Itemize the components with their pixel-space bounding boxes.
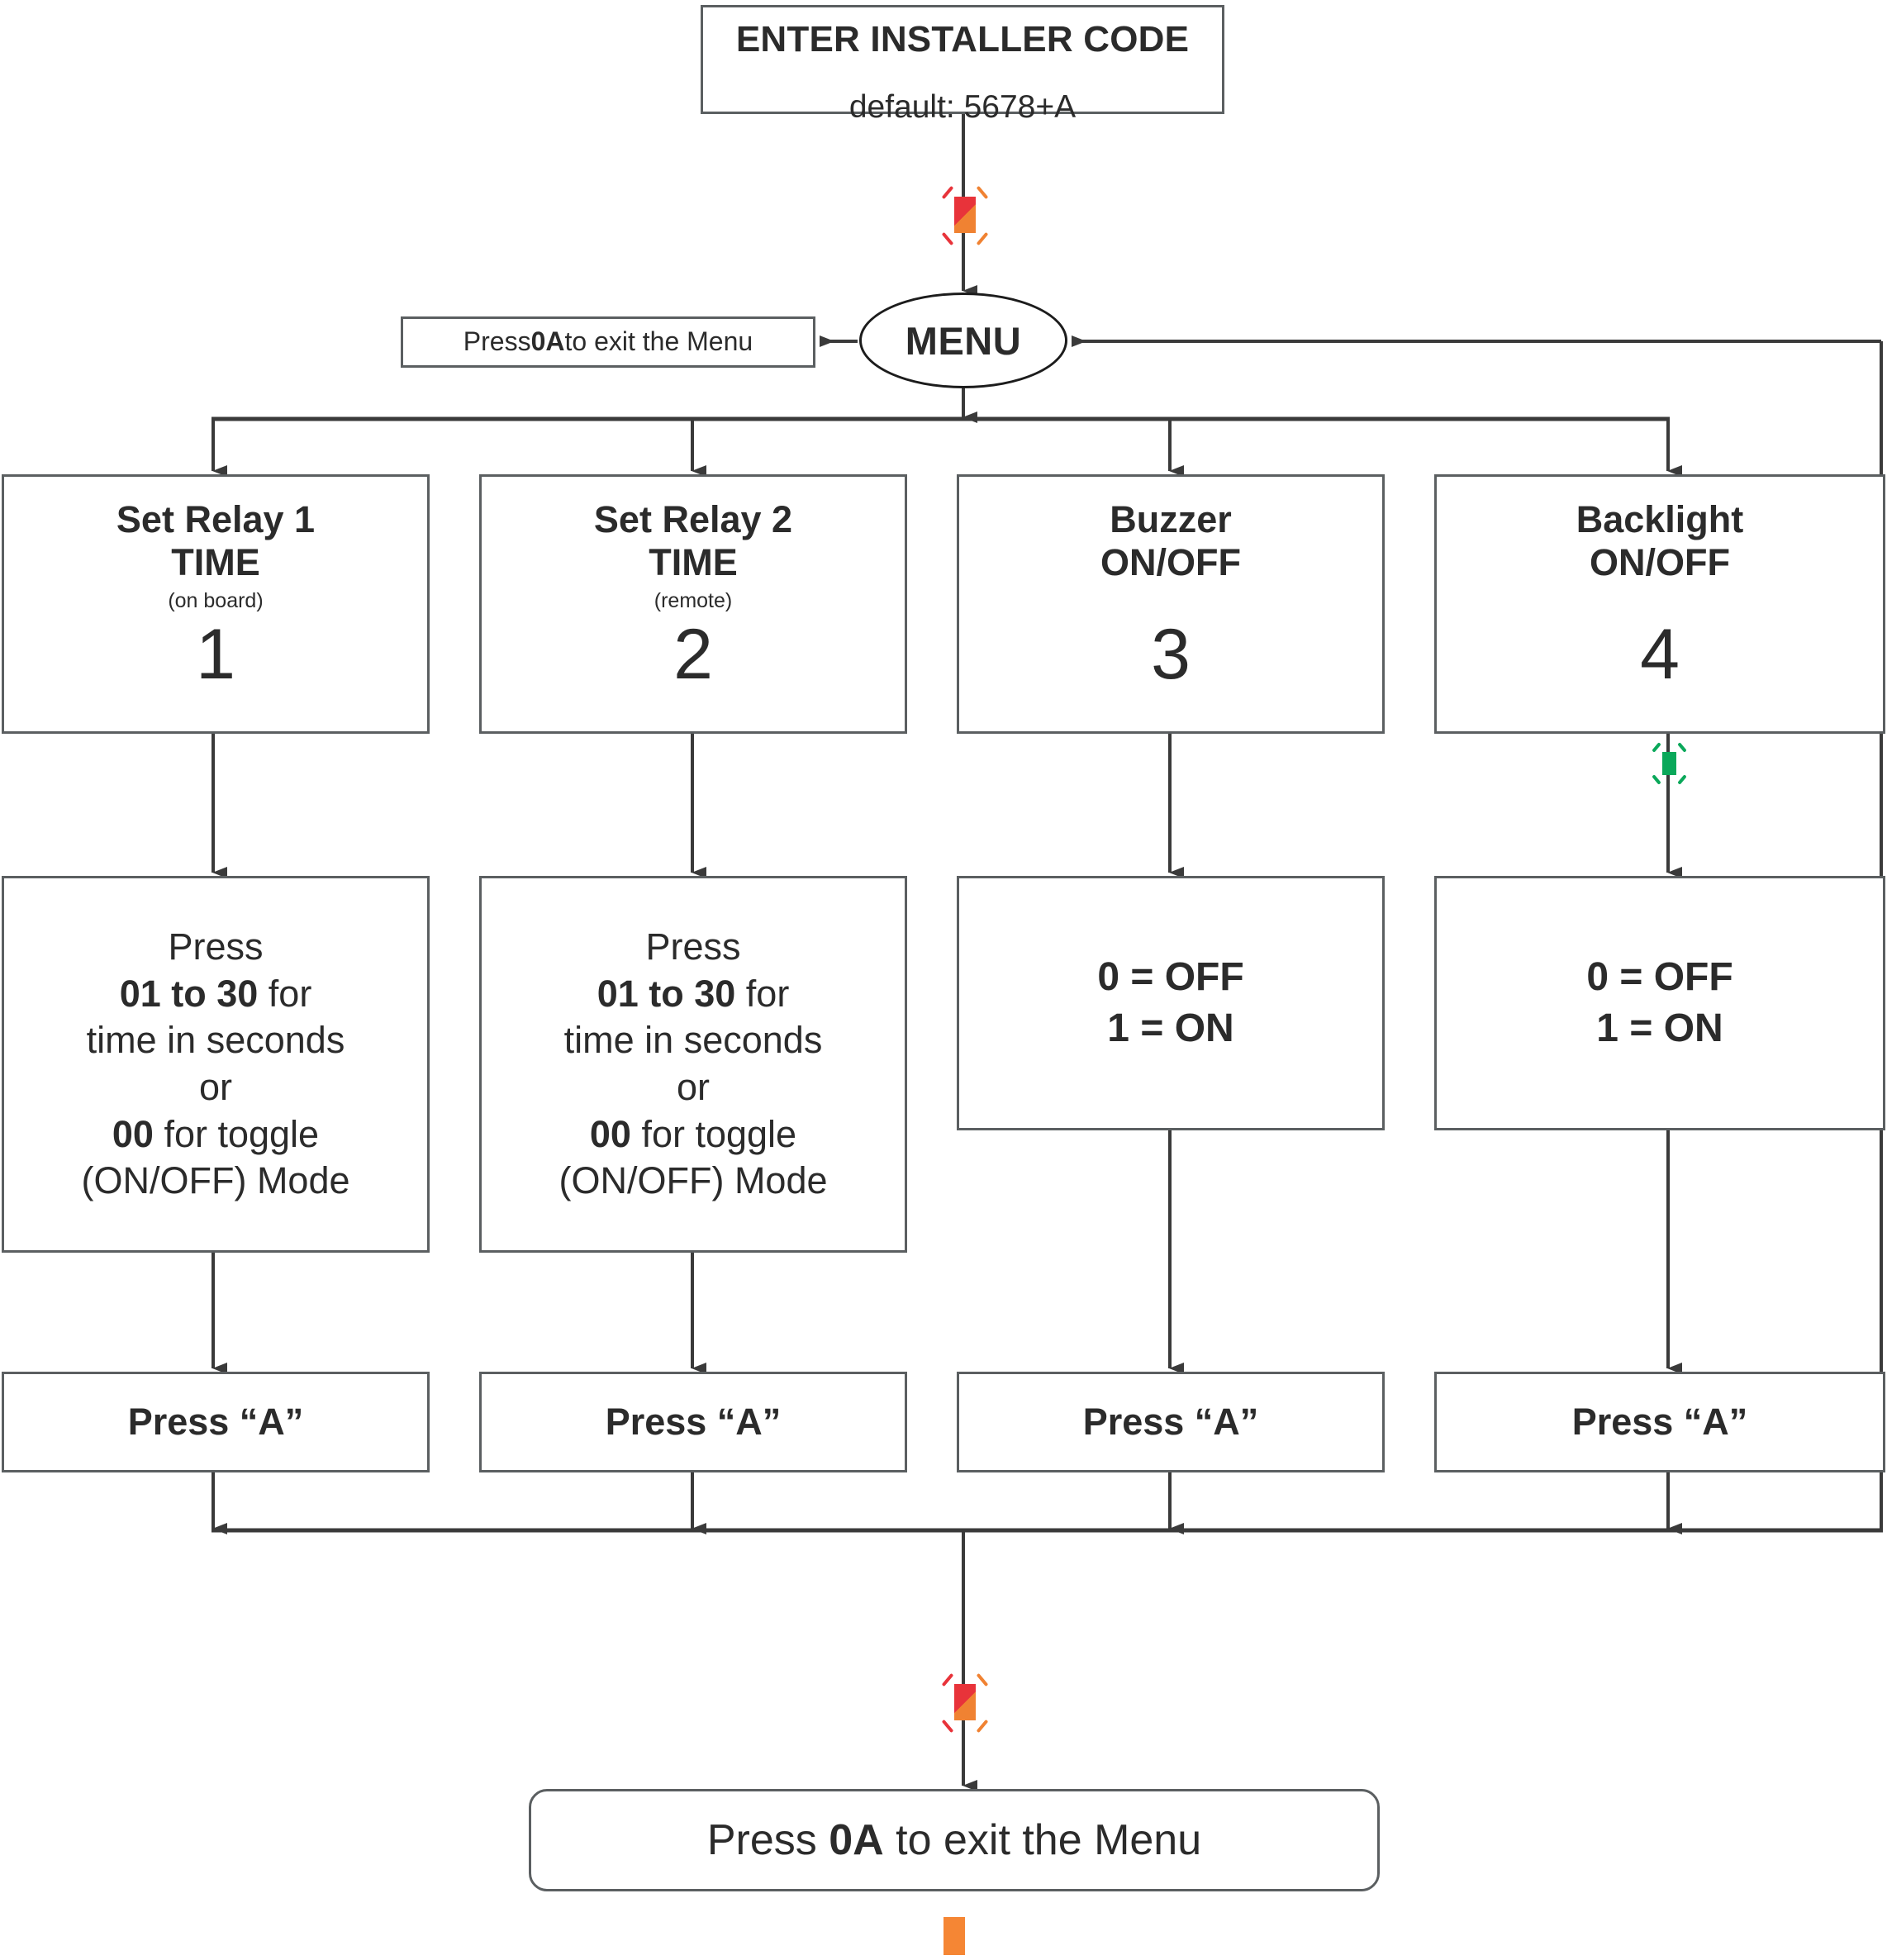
confirm-label: Press “A”: [1571, 1400, 1748, 1443]
exit-menu-note: Press 0A to exit the Menu: [401, 316, 815, 368]
detail-toggle-bold: 00: [589, 1112, 631, 1155]
option-title-line1: Set Relay 2: [593, 498, 793, 540]
exit-note-suffix: to exit the Menu: [564, 326, 753, 357]
detail-line-6: (ON/OFF) Mode: [558, 1159, 828, 1202]
option-title-line2: ON/OFF: [1100, 541, 1241, 584]
confirm-box-backlight[interactable]: Press “A”: [1434, 1372, 1885, 1472]
final-exit-box: Press 0A to exit the Menu: [529, 1789, 1380, 1891]
confirm-box-buzzer[interactable]: Press “A”: [957, 1372, 1385, 1472]
option-title-line1: Backlight: [1576, 498, 1744, 540]
confirm-box-relay-1[interactable]: Press “A”: [2, 1372, 430, 1472]
option-key: 2: [673, 615, 713, 695]
final-exit-key: 0A: [829, 1815, 884, 1864]
option-box-buzzer[interactable]: Buzzer ON/OFF 3: [957, 474, 1385, 734]
option-title-line2: TIME: [649, 541, 738, 584]
option-title-line1: Buzzer: [1110, 498, 1232, 540]
detail-range-bold: 01 to 30: [119, 972, 259, 1015]
confirm-label: Press “A”: [605, 1400, 782, 1443]
led-blinking-red-icon: [941, 185, 989, 246]
detail-toggle-rest: for toggle: [630, 1112, 797, 1155]
confirm-box-relay-2[interactable]: Press “A”: [479, 1372, 907, 1472]
value-off: 0 = OFF: [1586, 954, 1733, 999]
detail-toggle-bold: 00: [112, 1112, 154, 1155]
final-exit-prefix: Press: [706, 1815, 829, 1864]
option-title-line2: TIME: [171, 541, 260, 584]
option-key: 4: [1640, 615, 1680, 695]
led-blinking-green-icon: [1652, 742, 1687, 785]
option-key: 1: [196, 615, 235, 695]
detail-box-backlight-values: 0 = OFF 1 = ON: [1434, 876, 1885, 1130]
option-title-line2: ON/OFF: [1590, 541, 1730, 584]
option-subtitle: (remote): [654, 589, 733, 613]
option-key: 3: [1151, 615, 1191, 695]
option-box-backlight[interactable]: Backlight ON/OFF 4: [1434, 474, 1885, 734]
detail-line-1: Press: [645, 925, 741, 968]
confirm-label: Press “A”: [1082, 1400, 1259, 1443]
installer-code-default: default: 5678+A: [848, 89, 1077, 126]
detail-box-relay-1-time: Press 01 to 30 for time in seconds or 00…: [2, 876, 430, 1253]
option-subtitle: (on board): [168, 589, 264, 613]
detail-range-rest: for: [735, 972, 790, 1015]
option-title-line1: Set Relay 1: [116, 498, 316, 540]
menu-label: MENU: [905, 318, 1022, 363]
confirm-label: Press “A”: [127, 1400, 304, 1443]
detail-line-6: (ON/OFF) Mode: [81, 1159, 350, 1202]
exit-note-key: 0A: [530, 326, 565, 357]
value-off: 0 = OFF: [1097, 954, 1244, 999]
value-on: 1 = ON: [1107, 1006, 1234, 1050]
detail-line-4: or: [198, 1066, 232, 1108]
detail-line-4: or: [676, 1066, 710, 1108]
led-solid-orange-icon: [944, 1917, 965, 1955]
detail-line-3: time in seconds: [563, 1019, 823, 1062]
detail-line-1: Press: [168, 925, 264, 968]
detail-box-buzzer-values: 0 = OFF 1 = ON: [957, 876, 1385, 1130]
installer-code-title: ENTER INSTALLER CODE: [735, 19, 1190, 59]
detail-box-relay-2-time: Press 01 to 30 for time in seconds or 00…: [479, 876, 907, 1253]
menu-node[interactable]: MENU: [859, 293, 1067, 388]
option-box-set-relay-1[interactable]: Set Relay 1 TIME (on board) 1: [2, 474, 430, 734]
value-on: 1 = ON: [1596, 1006, 1723, 1050]
detail-range-bold: 01 to 30: [597, 972, 736, 1015]
final-exit-suffix: to exit the Menu: [883, 1815, 1202, 1864]
led-blinking-red-icon: [941, 1672, 989, 1734]
detail-line-3: time in seconds: [86, 1019, 345, 1062]
installer-code-box: ENTER INSTALLER CODE default: 5678+A: [701, 5, 1224, 125]
option-box-set-relay-2[interactable]: Set Relay 2 TIME (remote) 2: [479, 474, 907, 734]
detail-range-rest: for: [258, 972, 312, 1015]
detail-toggle-rest: for toggle: [153, 1112, 320, 1155]
exit-note-prefix: Press: [463, 326, 531, 357]
